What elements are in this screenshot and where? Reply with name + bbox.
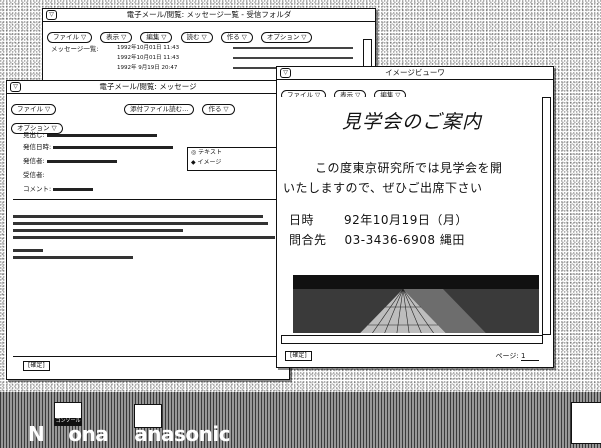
message-list-titlebar[interactable]: ▽ 電子メール/閲覧: メッセージ一覧 - 受信フォルダ bbox=[43, 9, 375, 22]
building-photo bbox=[293, 275, 539, 333]
list-item[interactable]: 1992年10月01日 11:43 bbox=[113, 53, 363, 63]
edit-menu-button[interactable]: 編集 ▽ bbox=[140, 32, 173, 43]
clock-widget[interactable] bbox=[571, 402, 601, 444]
logo-text-2: ona bbox=[68, 422, 109, 446]
compose-menu-button[interactable]: 作る ▽ bbox=[202, 104, 235, 115]
document-heading: 見学会のご案内 bbox=[341, 111, 482, 133]
viewer-vertical-scrollbar[interactable] bbox=[542, 97, 551, 335]
header-separator bbox=[13, 199, 283, 200]
message-list-label: メッセージ一覧: bbox=[51, 45, 99, 53]
attachment-item-image[interactable]: ◆ イメージ bbox=[191, 159, 222, 166]
sent-label: 発信日時: bbox=[23, 143, 52, 151]
recipient-row: 受信者: bbox=[23, 171, 45, 180]
confirm-button[interactable]: [確定] bbox=[23, 361, 50, 371]
file-menu-button[interactable]: ファイル ▽ bbox=[47, 32, 93, 43]
message-menubar: ファイル ▽ 添付ファイル読む... 作る ▽ オプション ▽ bbox=[7, 94, 289, 134]
attachment-item-text[interactable]: ◎ テキスト bbox=[191, 149, 222, 156]
window-menu-icon[interactable]: ▽ bbox=[10, 82, 21, 92]
contact-value: 03-3436-6908 縄田 bbox=[344, 233, 465, 247]
file-menu-button[interactable]: ファイル ▽ bbox=[11, 104, 57, 115]
contact-line: 問合先 03-3436-6908 縄田 bbox=[289, 231, 465, 248]
viewer-title: イメージビューワ bbox=[385, 68, 445, 77]
subject-value bbox=[46, 133, 157, 137]
date-label: 日時 bbox=[289, 213, 315, 227]
sender-value bbox=[46, 159, 117, 163]
confirm-button[interactable]: [確定] bbox=[285, 351, 312, 361]
message-list-menubar: ファイル ▽ 表示 ▽ 編集 ▽ 読む ▽ 作る ▽ オプション ▽ bbox=[43, 22, 375, 43]
read-attachment-button[interactable]: 添付ファイル読む... bbox=[124, 104, 195, 115]
list-item[interactable]: 1992年10月01日 11:43 bbox=[113, 43, 363, 53]
message-titlebar[interactable]: ▽ 電子メール/閲覧: メッセージ bbox=[7, 81, 289, 94]
image-canvas[interactable]: 見学会のご案内 この度東京研究所では見学会を開 いたしますので、ぜひご出席下さい… bbox=[281, 97, 543, 333]
message-window: ▽ 電子メール/閲覧: メッセージ ファイル ▽ 添付ファイル読む... 作る … bbox=[6, 80, 292, 380]
logo-text-3: anasonic bbox=[134, 422, 231, 446]
date-value: 92年10月19日（月） bbox=[344, 213, 468, 227]
list-item-date: 1992年10月01日 11:43 bbox=[117, 45, 180, 51]
viewer-horizontal-scrollbar[interactable] bbox=[281, 335, 543, 344]
list-item-date: 1992年 9月19日 20:47 bbox=[117, 65, 178, 71]
options-menu-button[interactable]: オプション ▽ bbox=[260, 32, 313, 43]
footer-separator bbox=[13, 356, 283, 357]
sent-value bbox=[53, 145, 174, 149]
message-list-title: 電子メール/閲覧: メッセージ一覧 - 受信フォルダ bbox=[126, 10, 292, 19]
viewer-titlebar[interactable]: ▽ イメージビューワ bbox=[277, 67, 553, 80]
read-menu-button[interactable]: 読む ▽ bbox=[180, 32, 213, 43]
document-paragraph-line1: この度東京研究所では見学会を開 bbox=[315, 161, 503, 175]
window-menu-icon[interactable]: ▽ bbox=[46, 10, 57, 20]
subject-row: 見出し: bbox=[23, 131, 157, 140]
page-label: ページ: bbox=[495, 352, 519, 360]
view-menu-button[interactable]: 表示 ▽ bbox=[100, 32, 133, 43]
contact-label: 問合先 bbox=[289, 233, 327, 247]
message-title: 電子メール/閲覧: メッセージ bbox=[99, 82, 197, 91]
subject-label: 見出し: bbox=[23, 131, 45, 139]
sender-label: 発信者: bbox=[23, 157, 45, 165]
tool-icon[interactable] bbox=[134, 404, 162, 428]
recipient-label: 受信者: bbox=[23, 171, 45, 179]
sent-row: 発信日時: bbox=[23, 143, 174, 152]
comment-label: コメント: bbox=[23, 185, 52, 193]
image-viewer-window: ▽ イメージビューワ ファイル ▽ 表示 ▽ 編集 ▽ 見学会のご案内 この度東… bbox=[276, 66, 554, 368]
list-item-text bbox=[233, 57, 353, 59]
attachment-list[interactable]: ◎ テキスト ◆ イメージ bbox=[187, 147, 292, 171]
viewer-menubar: ファイル ▽ 表示 ▽ 編集 ▽ bbox=[277, 80, 553, 101]
logo-text-1: N bbox=[28, 422, 45, 446]
bottom-band bbox=[0, 392, 601, 448]
message-body[interactable] bbox=[13, 211, 283, 263]
page-input[interactable]: 1 bbox=[521, 352, 539, 361]
page-indicator: ページ: 1 bbox=[496, 351, 539, 361]
document-paragraph-line2: いたしますので、ぜひご出席下さい bbox=[283, 181, 483, 195]
date-line: 日時 92年10月19日（月） bbox=[289, 211, 468, 228]
console-icon-label: コンソール bbox=[55, 418, 81, 425]
comment-row: コメント: bbox=[23, 185, 94, 194]
list-item-text bbox=[233, 47, 353, 49]
console-icon[interactable]: コンソール bbox=[54, 402, 82, 426]
comment-value bbox=[53, 187, 94, 191]
options-menu-button[interactable]: オプション ▽ bbox=[11, 123, 63, 134]
pyramid-image bbox=[293, 275, 539, 333]
list-item-date: 1992年10月01日 11:43 bbox=[117, 55, 180, 61]
window-menu-icon[interactable]: ▽ bbox=[280, 68, 291, 78]
compose-menu-button[interactable]: 作る ▽ bbox=[220, 32, 253, 43]
sender-row: 発信者: bbox=[23, 157, 117, 166]
